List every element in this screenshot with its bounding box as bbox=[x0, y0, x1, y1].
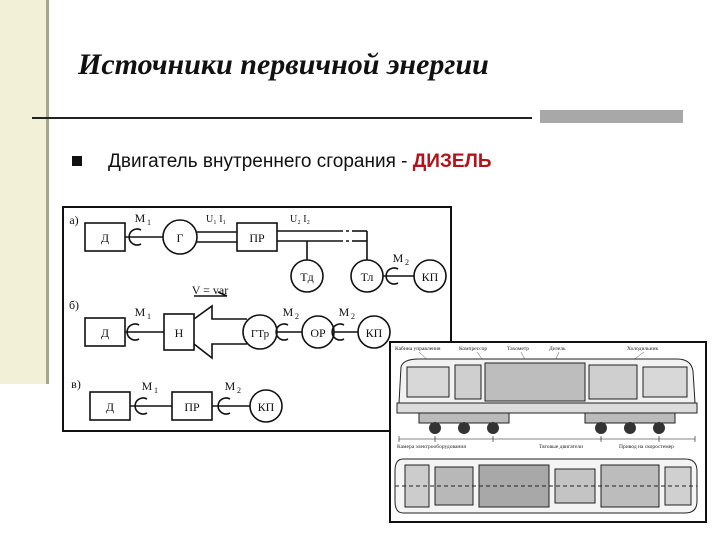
scheme-b-kp-label: КП bbox=[366, 326, 383, 340]
scheme-b-gtr-label: ГТр bbox=[251, 328, 270, 340]
transmission-schemes-figure: а) Д Г ПР Тд Тл КП M 1 M 2 U₁ I₁ U₂ I₂ б… bbox=[62, 206, 452, 432]
scheme-c-m2: M bbox=[225, 379, 236, 393]
scheme-a-circle-td bbox=[290, 259, 324, 293]
scheme-a-td-label: Тд bbox=[300, 270, 313, 284]
scheme-b-or-label: ОР bbox=[310, 326, 326, 340]
scheme-c-circle-kp bbox=[249, 389, 283, 423]
loco-label-cab: Кабина управления bbox=[395, 345, 441, 352]
scheme-a-box-pr bbox=[236, 222, 278, 252]
scheme-a-kp-label: КП bbox=[422, 270, 439, 284]
scheme-b-box-n bbox=[163, 313, 195, 351]
scheme-c-m2-sub: 2 bbox=[237, 386, 241, 395]
scheme-b-n-label: Н bbox=[175, 326, 184, 340]
scheme-c-m1-sub: 1 bbox=[154, 386, 158, 395]
scheme-b-m1-sub: 1 bbox=[147, 312, 151, 321]
scheme-b-d-label: Д bbox=[101, 326, 109, 340]
title-accent-block bbox=[540, 110, 683, 123]
scheme-a-ui1: U₁ I₁ bbox=[206, 214, 226, 225]
scheme-a-m2-sub: 2 bbox=[405, 258, 409, 267]
scheme-a-circle-kp bbox=[413, 259, 447, 293]
loco-label-traction-motors: Тяговые двигатели bbox=[539, 444, 583, 450]
bullet-highlight: ДИЗЕЛЬ bbox=[412, 151, 492, 172]
scheme-b-m1: M bbox=[135, 305, 146, 319]
scheme-b-circle-kp bbox=[357, 315, 391, 349]
scheme-a-label: а) bbox=[69, 213, 78, 227]
scheme-c-label: в) bbox=[71, 377, 81, 391]
left-accent-bar bbox=[0, 0, 49, 384]
scheme-a-tl-label: Тл bbox=[361, 270, 374, 284]
scheme-a-m2: M bbox=[393, 251, 404, 265]
slide-title: Источники первичной энергии bbox=[78, 48, 489, 81]
loco-label-compressor: Компрессор bbox=[459, 346, 487, 352]
scheme-c-kp-label: КП bbox=[258, 400, 275, 414]
scheme-b-v-label: V = var bbox=[192, 283, 229, 297]
scheme-c-pr-label: ПР bbox=[184, 400, 200, 414]
scheme-a-pr-label: ПР bbox=[249, 231, 265, 245]
scheme-a-m1-sub: 1 bbox=[147, 218, 151, 227]
bullet-text: Двигатель внутреннего сгорания - bbox=[108, 151, 413, 172]
scheme-a-m1: M bbox=[135, 211, 146, 225]
loco-label-cooler: Холодильник bbox=[627, 346, 659, 352]
scheme-c-d-label: Д bbox=[106, 400, 114, 414]
square-bullet-icon bbox=[72, 156, 82, 166]
bullet-item: Двигатель внутреннего сгорания - ДИЗЕЛЬ bbox=[108, 151, 492, 173]
scheme-a-g-label: Г bbox=[177, 231, 184, 245]
scheme-b-m2a-sub: 2 bbox=[295, 312, 299, 321]
title-underline bbox=[32, 117, 532, 119]
scheme-a-d-label: Д bbox=[101, 231, 109, 245]
scheme-b-m2b: M bbox=[339, 305, 350, 319]
scheme-a-ui2: U₂ I₂ bbox=[290, 214, 310, 225]
scheme-c-m1: M bbox=[142, 379, 153, 393]
loco-label-tachometer: Тахометр bbox=[507, 346, 529, 352]
loco-label-electrical-chamber: Камера электрооборудования bbox=[397, 443, 466, 450]
scheme-a-circle-g bbox=[162, 219, 198, 255]
scheme-b-m2a: M bbox=[283, 305, 294, 319]
scheme-b-m2b-sub: 2 bbox=[351, 312, 355, 321]
loco-label-diesel: Дизель bbox=[549, 346, 566, 352]
scheme-b-label: б) bbox=[69, 298, 79, 312]
loco-label-speedometer-drive: Привод на скоростемер bbox=[619, 444, 674, 450]
locomotive-drawing: Кабина управления Компрессор Тахометр Ди… bbox=[389, 341, 707, 523]
